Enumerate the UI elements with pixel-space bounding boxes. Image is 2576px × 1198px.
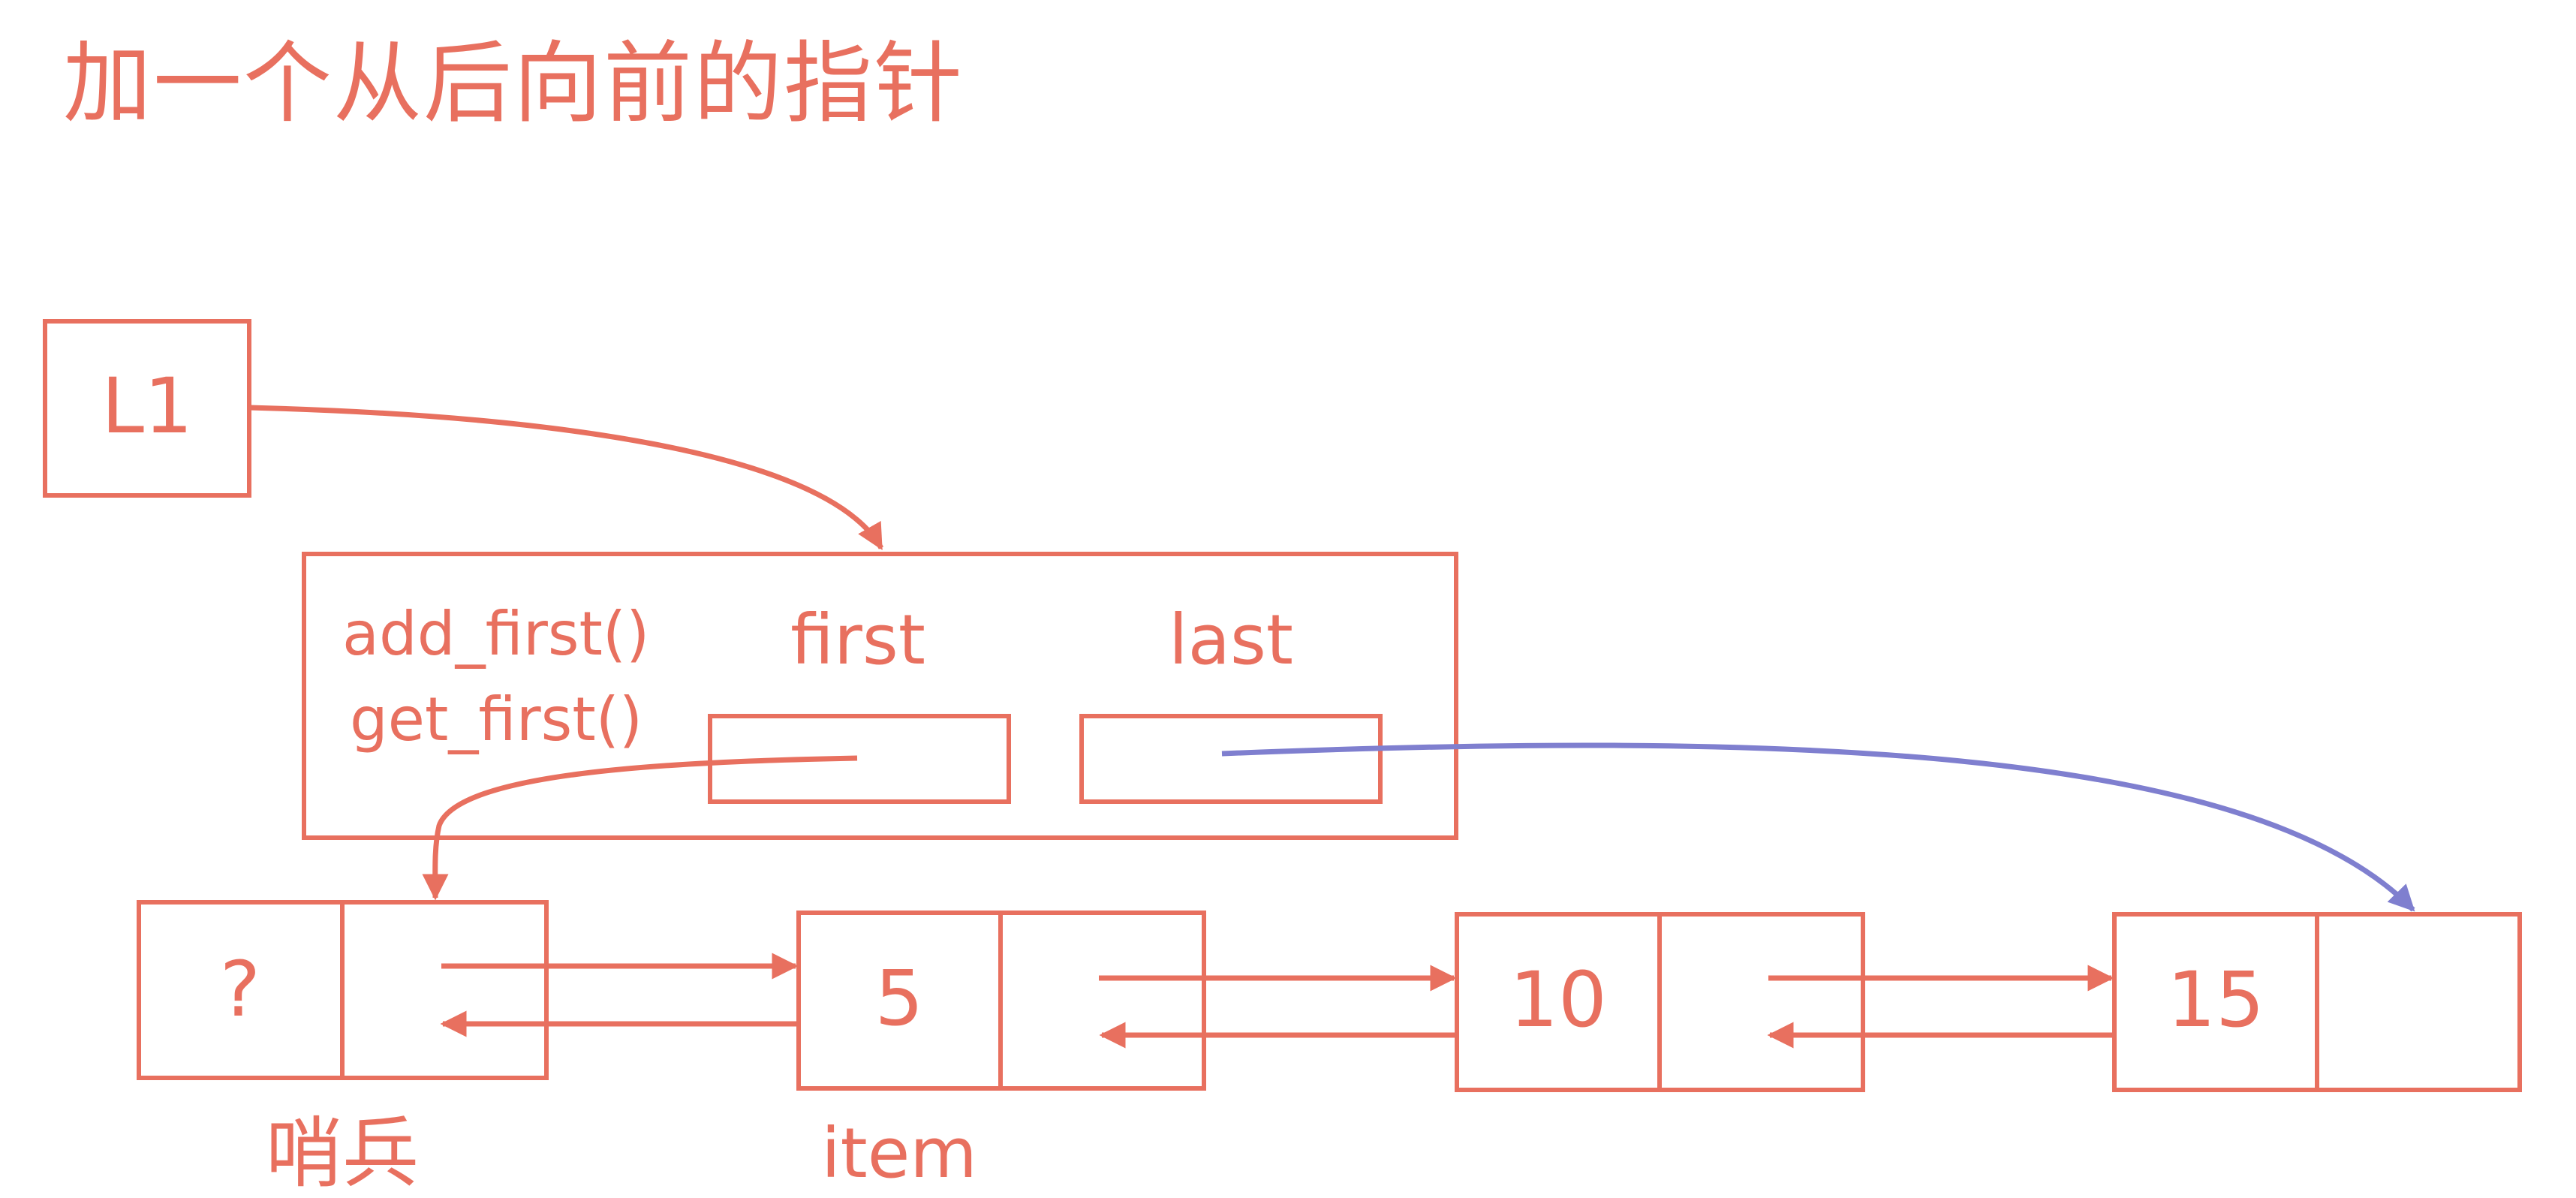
first-pointer-field — [708, 714, 1011, 804]
method-add-first: add_first() — [342, 599, 649, 669]
sentinel-caption: 哨兵 — [266, 1109, 419, 1198]
method-get-first: get_first() — [350, 685, 642, 754]
node-10-item: 10 — [1509, 956, 1607, 1045]
page-title: 加一个从后向前的指针 — [63, 32, 964, 135]
list-object-box — [302, 552, 1458, 840]
first-label: first — [790, 600, 925, 680]
node-15-item: 15 — [2167, 956, 2265, 1045]
node-5-item: 5 — [875, 954, 924, 1043]
l1-label: L1 — [101, 362, 193, 451]
sentinel-item: ? — [220, 945, 260, 1034]
node-15: 15 — [2112, 912, 2522, 1092]
last-pointer-arrow — [1221, 742, 2415, 912]
last-pointer-field — [1079, 714, 1383, 804]
l1-pointer-arrow — [248, 405, 884, 551]
sentinel-node: ? — [137, 900, 549, 1080]
last-label: last — [1169, 600, 1293, 680]
first-pointer-arrow — [422, 755, 858, 901]
node-10: 10 — [1455, 912, 1865, 1092]
node-5: 5 — [796, 911, 1206, 1091]
item-caption: item — [821, 1113, 977, 1193]
